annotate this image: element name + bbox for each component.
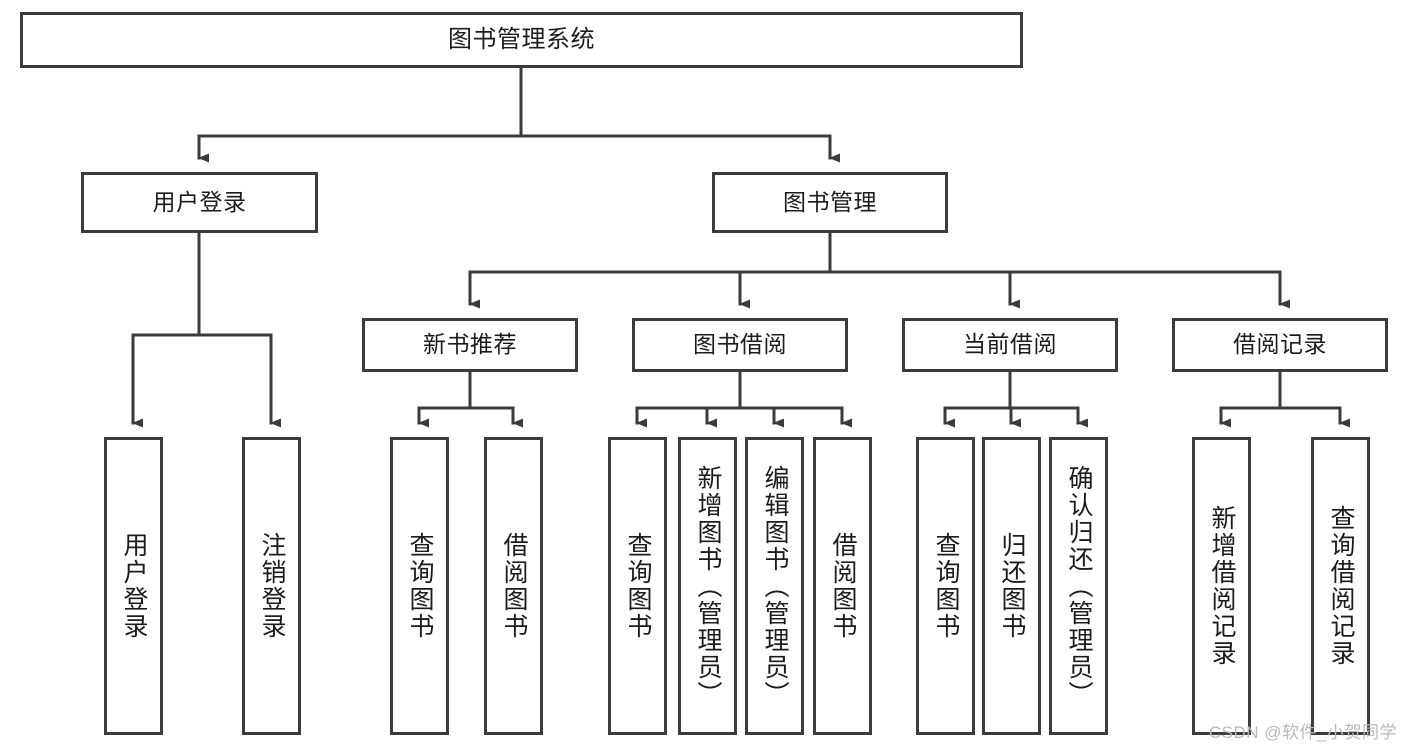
leaf-label: 查询图书 [406, 532, 434, 640]
leaf-borrow-book[interactable]: 借阅图书 [813, 437, 872, 735]
leaf-label: 确认归还（管理员） [1065, 464, 1093, 708]
leaf-label: 注销登录 [258, 532, 286, 640]
node-book-borrow-label: 图书借阅 [693, 331, 787, 358]
leaf-label: 查询图书 [932, 532, 960, 640]
node-new-book-rec[interactable]: 新书推荐 [362, 318, 578, 372]
leaf-user-login[interactable]: 用户登录 [104, 437, 163, 735]
node-borrow-record[interactable]: 借阅记录 [1172, 318, 1388, 372]
leaf-add-book[interactable]: 新增图书（管理员） [678, 437, 737, 735]
leaf-logout[interactable]: 注销登录 [242, 437, 301, 735]
node-current-borrow-label: 当前借阅 [963, 331, 1057, 358]
leaf-query-book-rec[interactable]: 查询图书 [390, 437, 449, 735]
node-user-login[interactable]: 用户登录 [81, 172, 318, 233]
leaf-query-record[interactable]: 查询借阅记录 [1311, 437, 1370, 735]
leaf-add-record[interactable]: 新增借阅记录 [1192, 437, 1251, 735]
leaf-label: 查询借阅记录 [1327, 505, 1355, 667]
leaf-edit-book[interactable]: 编辑图书（管理员） [745, 437, 804, 735]
leaf-query-book-borrow[interactable]: 查询图书 [608, 437, 667, 735]
leaf-borrow-book-rec[interactable]: 借阅图书 [484, 437, 543, 735]
node-root[interactable]: 图书管理系统 [20, 12, 1023, 68]
node-borrow-record-label: 借阅记录 [1233, 331, 1327, 358]
node-user-login-label: 用户登录 [152, 188, 247, 215]
leaf-return-book[interactable]: 归还图书 [982, 437, 1041, 735]
leaf-query-book-cur[interactable]: 查询图书 [916, 437, 975, 735]
leaf-label: 归还图书 [998, 532, 1026, 640]
node-book-manage-label: 图书管理 [783, 188, 877, 215]
leaf-label: 新增借阅记录 [1208, 505, 1236, 667]
node-root-label: 图书管理系统 [448, 25, 595, 53]
leaf-label: 查询图书 [624, 532, 652, 640]
leaf-label: 借阅图书 [829, 532, 857, 640]
node-current-borrow[interactable]: 当前借阅 [902, 318, 1118, 372]
node-book-borrow[interactable]: 图书借阅 [632, 318, 848, 372]
leaf-label: 编辑图书（管理员） [761, 464, 789, 708]
node-new-book-rec-label: 新书推荐 [423, 331, 517, 358]
node-book-manage[interactable]: 图书管理 [712, 172, 948, 233]
leaf-label: 借阅图书 [500, 532, 528, 640]
leaf-label: 用户登录 [120, 532, 148, 640]
leaf-confirm-return[interactable]: 确认归还（管理员） [1049, 437, 1108, 735]
leaf-label: 新增图书（管理员） [694, 464, 722, 708]
